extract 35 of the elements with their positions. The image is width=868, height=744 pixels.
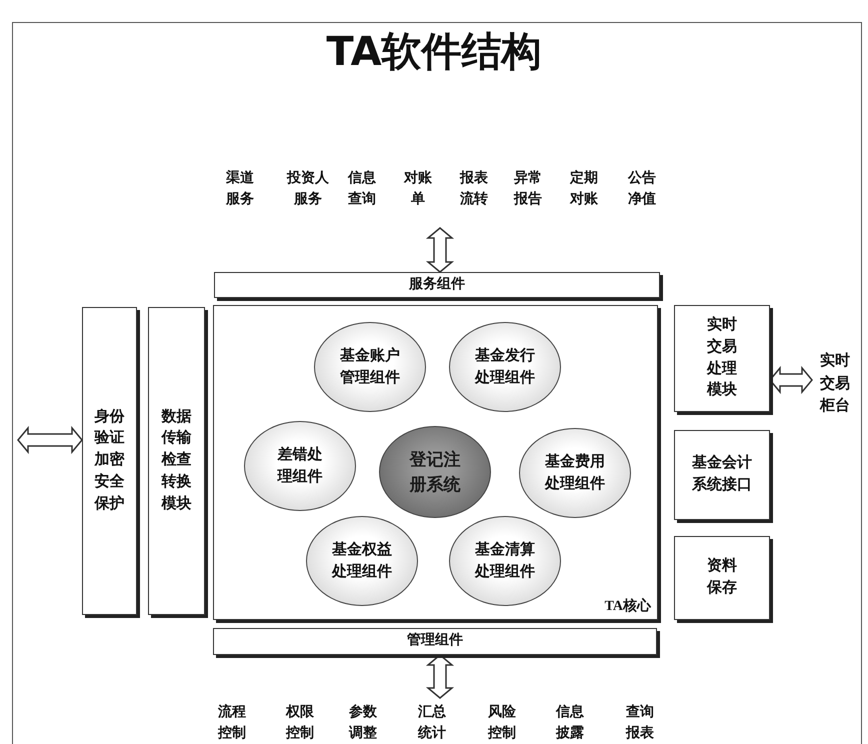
service-label: 风险控制 xyxy=(488,703,516,743)
service-label: 参数调整 xyxy=(349,703,377,743)
service-label: 异常报告 xyxy=(514,169,542,209)
module-box: 实时交易处理模块 xyxy=(674,305,770,412)
component-ellipse: 基金发行处理组件 xyxy=(449,322,561,412)
component-ellipse: 基金权益处理组件 xyxy=(306,516,418,606)
module-box: 数据传输检查转换模块 xyxy=(148,307,205,615)
service-label: 流程控制 xyxy=(218,702,246,743)
terminal-label: 实时交易柜台 xyxy=(812,350,858,420)
service-label: 公告净值 xyxy=(628,169,656,209)
module-box: 基金会计系统接口 xyxy=(674,430,770,520)
component-bar: 服务组件 xyxy=(214,272,660,298)
component-ellipse: 登记注册系统 xyxy=(379,426,491,518)
service-label: 查询报表 xyxy=(626,703,654,743)
component-bar: 管理组件 xyxy=(213,628,657,655)
service-label: 报表流转 xyxy=(460,169,488,209)
panel-label: TA核心 xyxy=(604,597,651,615)
title: TA软件结构 xyxy=(326,29,542,75)
core-panel xyxy=(213,305,658,620)
component-ellipse: 基金账户管理组件 xyxy=(314,322,426,412)
service-label: 权限控制 xyxy=(286,703,314,743)
component-ellipse: 基金费用处理组件 xyxy=(519,428,631,518)
service-label: 渠道服务 xyxy=(226,169,254,209)
double-arrow xyxy=(17,426,83,454)
component-ellipse: 差错处理组件 xyxy=(244,421,356,511)
service-label: 信息查询 xyxy=(348,169,376,209)
service-label: 投资人服务 xyxy=(287,169,329,209)
module-box: 资料保存 xyxy=(674,536,770,620)
component-ellipse: 基金清算处理组件 xyxy=(449,516,561,606)
service-label: 对账单 xyxy=(404,169,432,209)
module-box: 身份验证加密安全保护 xyxy=(82,307,137,615)
service-label: 定期对账 xyxy=(570,168,598,209)
double-arrow xyxy=(426,227,454,273)
service-label: 信息披露 xyxy=(556,703,584,743)
service-label: 汇总统计 xyxy=(418,703,446,743)
